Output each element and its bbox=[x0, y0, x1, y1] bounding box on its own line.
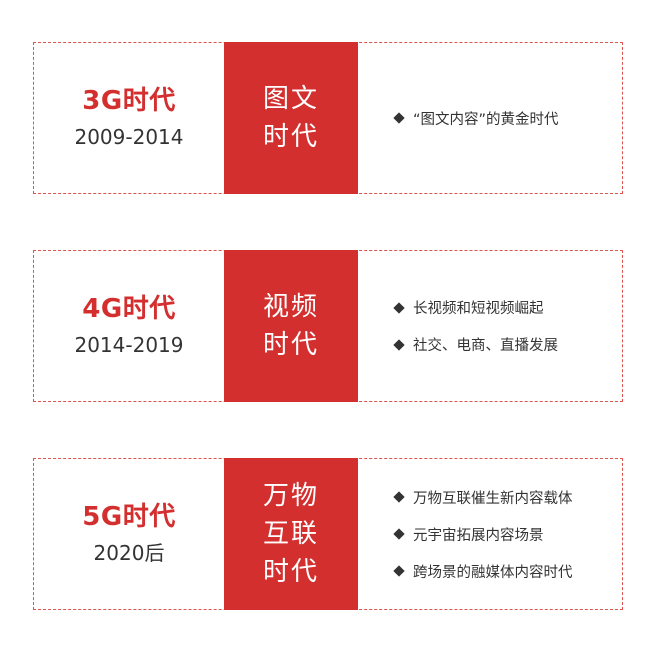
diamond-bullet-icon bbox=[393, 565, 405, 577]
theme-line: 时代 bbox=[262, 557, 319, 587]
era-title: 3G时代 bbox=[82, 86, 176, 116]
theme-line: 时代 bbox=[262, 122, 319, 152]
feature-list: 万物互联催生新内容载体 元宇宙拓展内容场景 跨场景的融媒体内容时代 bbox=[392, 459, 622, 609]
feature-text: 长视频和短视频崛起 bbox=[413, 301, 544, 317]
era-cell: 3G时代 2009-2014 bbox=[34, 43, 224, 193]
era-title: 4G时代 bbox=[82, 294, 176, 324]
feature-list: 长视频和短视频崛起 社交、电商、直播发展 bbox=[392, 251, 622, 401]
diamond-bullet-icon bbox=[393, 301, 405, 314]
feature-item: 社交、电商、直播发展 bbox=[392, 326, 622, 363]
theme-block: 视频 时代 bbox=[224, 250, 358, 402]
theme-block: 图文 时代 bbox=[224, 42, 358, 194]
feature-item: 万物互联催生新内容载体 bbox=[392, 479, 622, 516]
feature-text: 社交、电商、直播发展 bbox=[413, 338, 558, 354]
feature-item: 元宇宙拓展内容场景 bbox=[392, 516, 622, 553]
feature-text: 万物互联催生新内容载体 bbox=[413, 490, 573, 507]
era-cell: 5G时代 2020后 bbox=[34, 459, 224, 609]
feature-text: “图文内容”的黄金时代 bbox=[413, 111, 559, 128]
theme-line: 万物 bbox=[262, 481, 319, 511]
theme-line: 互联 bbox=[262, 519, 319, 549]
era-title: 5G时代 bbox=[82, 502, 176, 532]
era-row-4g: 4G时代 2014-2019 视频 时代 长视频和短视频崛起 社交、电商、直播发… bbox=[33, 250, 623, 402]
feature-item: 长视频和短视频崛起 bbox=[392, 289, 622, 326]
diamond-bullet-icon bbox=[393, 528, 405, 540]
diamond-bullet-icon bbox=[393, 491, 405, 503]
era-row-3g: 3G时代 2009-2014 图文 时代 “图文内容”的黄金时代 bbox=[33, 42, 623, 194]
feature-item: 跨场景的融媒体内容时代 bbox=[392, 553, 622, 590]
feature-list: “图文内容”的黄金时代 bbox=[392, 43, 622, 193]
era-years: 2009-2014 bbox=[74, 125, 184, 149]
diamond-bullet-icon bbox=[393, 338, 405, 351]
theme-line: 视频 bbox=[262, 292, 319, 322]
era-years: 2020后 bbox=[93, 541, 165, 565]
feature-text: 元宇宙拓展内容场景 bbox=[413, 527, 544, 544]
theme-line: 图文 bbox=[262, 84, 319, 114]
era-row-5g: 5G时代 2020后 万物 互联 时代 万物互联催生新内容载体 元宇宙拓展内容场… bbox=[33, 458, 623, 610]
feature-text: 跨场景的融媒体内容时代 bbox=[413, 564, 573, 581]
era-years: 2014-2019 bbox=[74, 333, 184, 357]
theme-line: 时代 bbox=[262, 330, 319, 360]
theme-block: 万物 互联 时代 bbox=[224, 458, 358, 610]
diamond-bullet-icon bbox=[393, 112, 405, 124]
era-cell: 4G时代 2014-2019 bbox=[34, 251, 224, 401]
feature-item: “图文内容”的黄金时代 bbox=[392, 100, 622, 137]
